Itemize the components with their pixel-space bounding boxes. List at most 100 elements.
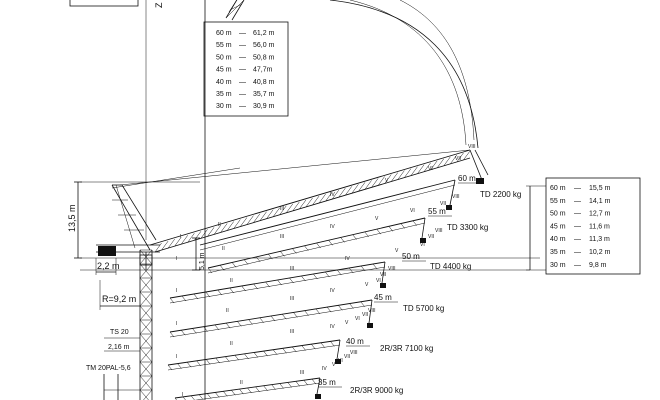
max-height-value-cell: 30,9 m — [253, 103, 275, 110]
section-label: III — [280, 234, 284, 240]
section-label: I — [176, 256, 177, 262]
tip-hook — [469, 149, 489, 184]
section-label: III — [280, 206, 284, 212]
jib-sweep-arc-inner — [349, 0, 467, 146]
max-height-table-frame — [203, 21, 289, 117]
jib-length-label: 50 m — [402, 252, 420, 261]
section-label: IV — [322, 366, 327, 372]
section-label: VI — [420, 242, 425, 248]
max-height-jib-cell: 45 m — [216, 67, 232, 74]
max-height-value-cell: 61,2 m — [253, 30, 275, 37]
section-label: III — [290, 296, 294, 302]
pivot-dimension: 5,1 m — [192, 237, 206, 271]
section-labels: IIIIIIIVVVIVIIVIIIIIIIIIIVVVIVIIVIIIIIII… — [176, 144, 476, 398]
section-label: IV — [330, 224, 335, 230]
max-height-value-cell: 50,8 m — [253, 54, 275, 61]
jib-length-label: 40 m — [346, 337, 364, 346]
counterweight-value-cell: 10,2 m — [589, 249, 611, 256]
section-label: VII — [455, 156, 461, 162]
section-label: I — [180, 234, 181, 240]
counterweight-value-cell: 12,7 m — [589, 211, 611, 218]
title-glyph: Z — [154, 2, 164, 8]
max-height-jib-cell: 55 m — [216, 42, 232, 49]
section-label: II — [230, 278, 233, 284]
offset-left-label: 2,2 m — [97, 261, 120, 271]
max-height-dash: — — [239, 67, 246, 74]
section-label: VIII — [452, 194, 460, 200]
max-height-table — [203, 21, 289, 117]
max-height-dash: — — [239, 42, 246, 49]
max-height-value-cell: 47,7m — [253, 67, 273, 74]
section-label: VII — [362, 312, 368, 318]
counterweight-table-frame — [545, 177, 641, 275]
counterweight-dash: — — [574, 249, 581, 256]
section-label: V — [375, 216, 379, 222]
section-label: VIII — [350, 350, 358, 356]
section-label: I — [176, 354, 177, 360]
section-label: IV — [330, 288, 335, 294]
jib-length-label: 60 m — [458, 174, 476, 183]
counterweight-jib-cell: 40 m — [550, 236, 566, 243]
section-label: II — [226, 308, 229, 314]
counterweight-dash: — — [574, 211, 581, 218]
max-height-value-cell: 56,0 m — [253, 42, 275, 49]
jib-load-label: TD 5700 kg — [403, 304, 444, 313]
section-label: VIII — [468, 144, 476, 150]
max-height-jib-cell: 35 m — [216, 91, 232, 98]
ts-annotation: TS 20 2,16 m — [104, 329, 140, 352]
section-label: V — [395, 248, 399, 254]
section-label: II — [240, 380, 243, 386]
max-height-value-cell: 40,8 m — [253, 79, 275, 86]
height-dimension: 13,5 m — [67, 181, 82, 259]
max-height-dash: — — [239, 30, 246, 37]
top-height-label: 13,5 m — [67, 204, 77, 232]
section-label: III — [290, 266, 294, 272]
jib-load-label: 2R/3R 9000 kg — [350, 386, 403, 395]
counterweight-value-cell: 11,6 m — [589, 223, 610, 230]
pivot-offset-label: 5,1 m — [199, 252, 206, 270]
jib-length-label: 35 m — [318, 378, 336, 387]
section-label: V — [365, 282, 369, 288]
max-height-dash: — — [239, 79, 246, 86]
radius-label: R=9,2 m — [102, 294, 136, 304]
tower-mast — [139, 249, 153, 400]
max-height-jib-cell: 50 m — [216, 54, 232, 61]
radius-dimension: R=9,2 m — [99, 280, 140, 310]
section-label: IV — [345, 256, 350, 262]
section-label: VI — [410, 208, 415, 214]
jib-sweep-arc-outer — [329, 0, 479, 149]
counterweight-value-cell: 14,1 m — [589, 198, 611, 205]
max-height-dash: — — [239, 91, 246, 98]
section-label: V — [345, 320, 349, 326]
max-height-jib-cell: 60 m — [216, 30, 232, 37]
section-label: VI — [376, 278, 381, 284]
section-label: VI — [428, 166, 433, 172]
section-label: II — [230, 341, 233, 347]
section-label: I — [176, 321, 177, 327]
section-label: VII — [380, 272, 386, 278]
jib-sweep-arc-mid — [399, 0, 475, 141]
section-label: VII — [344, 354, 350, 360]
counterweight-value-cell: 15,5 m — [589, 185, 611, 192]
section-label: VI — [338, 358, 343, 364]
counterweight-jib-cell: 45 m — [550, 223, 566, 230]
jib-length-label: 55 m — [428, 207, 446, 216]
max-height-jib-cell: 30 m — [216, 103, 232, 110]
counterweight-table — [545, 177, 641, 275]
main-jib — [111, 149, 471, 253]
max-height-dash: — — [239, 54, 246, 61]
jib-length-label: 45 m — [374, 293, 392, 302]
section-label: III — [290, 329, 294, 335]
section-label: IV — [330, 192, 335, 198]
lattice-ladder — [225, 0, 245, 21]
max-height-jib-cell: 40 m — [216, 79, 232, 86]
section-label: VII — [440, 201, 446, 207]
jib-load-label: TD 4400 kg — [430, 262, 471, 271]
section-label: VI — [355, 316, 360, 322]
counterweight-dash: — — [574, 185, 581, 192]
tower-head — [96, 184, 160, 270]
lower-jib-configs — [167, 179, 456, 400]
section-label: II — [218, 222, 221, 228]
counterweight-value-cell: 9,8 m — [589, 262, 607, 269]
